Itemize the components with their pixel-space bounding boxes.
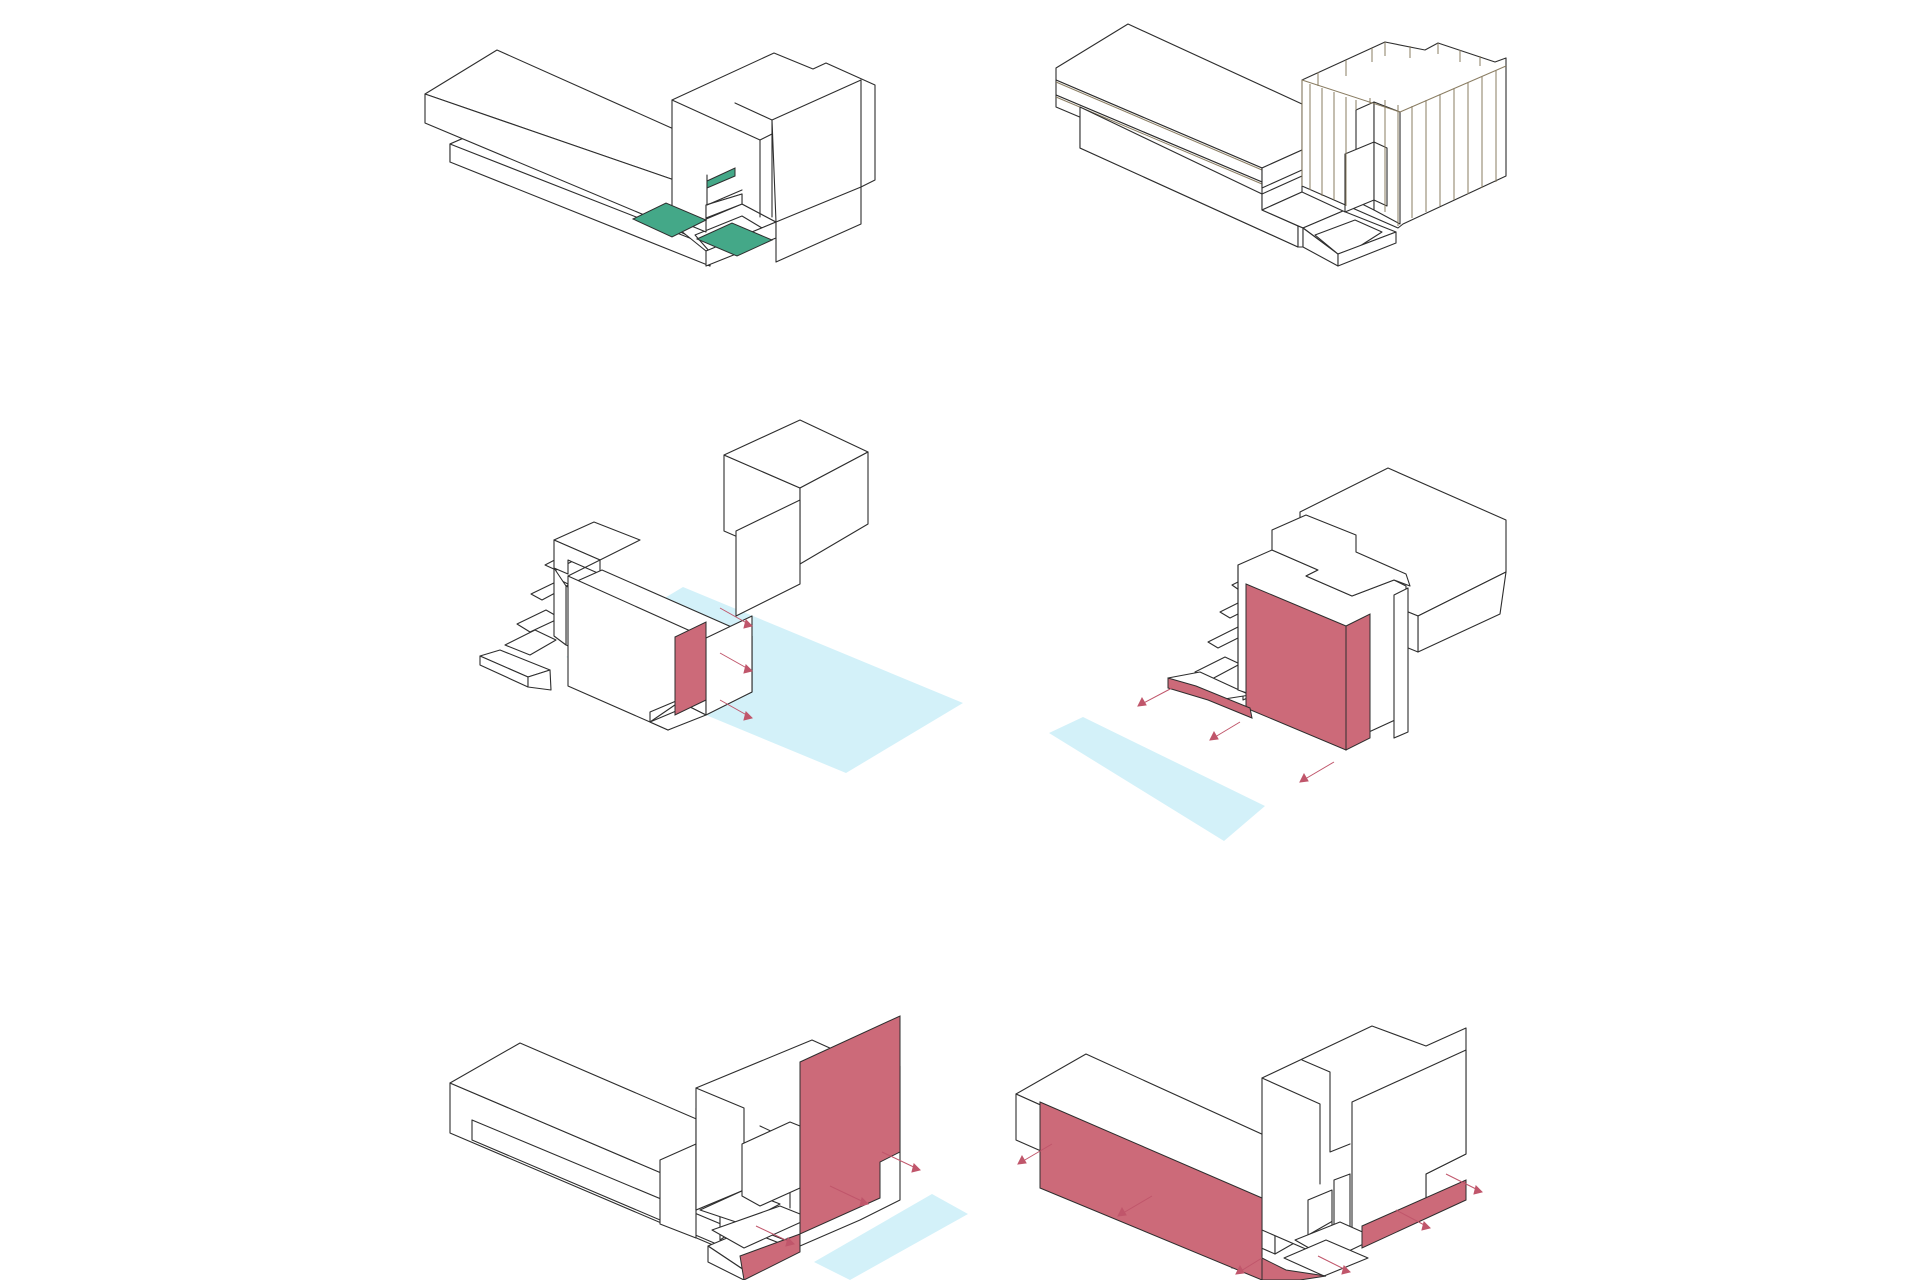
massing-model (449, 1039, 901, 1280)
projection-arrows (1137, 687, 1335, 783)
projection-arrows (1017, 1143, 1483, 1275)
red-ramp-face (1167, 677, 1253, 719)
blue-ground-plane (814, 1194, 968, 1280)
red-podium-east (1361, 1179, 1467, 1249)
green-court-right (695, 222, 774, 257)
green-courts (631, 167, 774, 257)
red-south-side (1345, 613, 1371, 751)
projection-arrows (719, 607, 753, 721)
vertical-fins (1301, 42, 1507, 226)
red-podium-band (1039, 1101, 1467, 1280)
green-court-left (631, 202, 708, 238)
facade-model (1055, 23, 1507, 267)
green-court-upper (706, 167, 736, 189)
tower-model (479, 419, 869, 731)
red-ramp-face (739, 1233, 801, 1280)
blue-ground-plane (1049, 717, 1265, 841)
red-podium-ramp (1261, 1257, 1327, 1280)
red-podium-west (1039, 1101, 1263, 1280)
projection-arrows (755, 1151, 921, 1247)
red-west-face (674, 621, 707, 716)
